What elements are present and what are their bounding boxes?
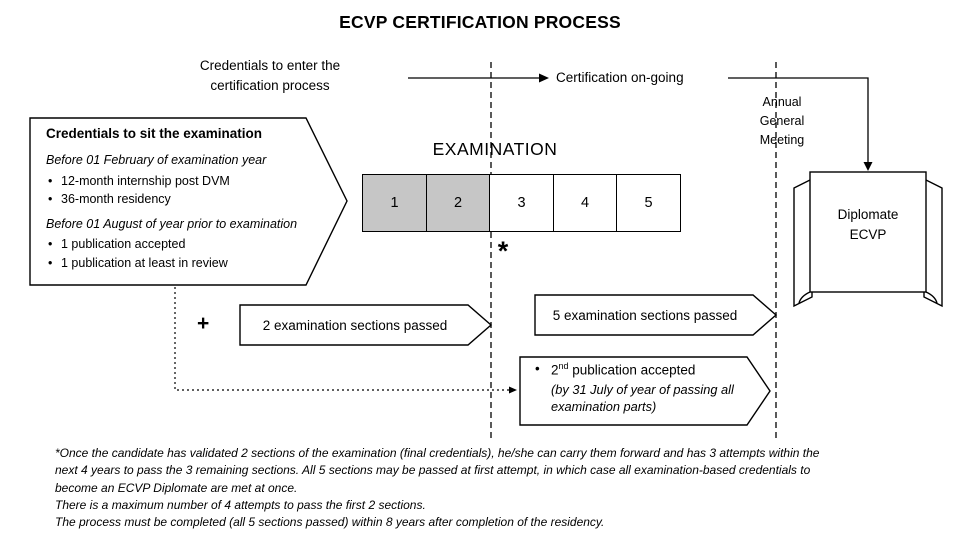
diplomate-ribbon-curl-left — [798, 291, 811, 304]
examination-sections-row: 1 2 3 4 5 — [362, 174, 681, 232]
second-publication-note: (by 31 July of year of passing all exami… — [551, 381, 734, 415]
second-publication-label: 2nd publication accepted — [534, 361, 752, 378]
bullet-publication-review: 1 publication at least in review — [46, 256, 314, 272]
bullet-residency: 36-month residency — [46, 192, 314, 208]
plus-sign: + — [197, 312, 210, 335]
annual-general-meeting-label: Annual General Meeting — [759, 95, 805, 147]
diplomate-ribbon-curl-right — [925, 291, 938, 304]
diplomate-ribbon-body — [809, 171, 927, 293]
footnote-text: *Once the candidate has validated 2 sect… — [55, 446, 820, 530]
diplomate-ecvp-label: Diplomate ECVP — [837, 207, 899, 243]
second-publication-ordinal: nd — [558, 361, 569, 371]
five-passed-chevron — [534, 294, 778, 336]
diplomate-ribbon-right-tail — [923, 177, 943, 308]
bullet-publication-accepted: 1 publication accepted — [46, 237, 314, 253]
certification-ongoing-label: Certification on-going — [556, 70, 684, 85]
page-title: ECVP CERTIFICATION PROCESS — [339, 12, 621, 32]
second-publication-rest: publication accepted — [568, 362, 696, 378]
arrowhead-right-publication-icon — [509, 386, 517, 394]
ongoing-to-diplomate-line — [728, 77, 869, 162]
two-sections-passed-label: 2 examination sections passed — [262, 317, 448, 333]
second-publication-num: 2 — [551, 362, 559, 378]
two-passed-chevron — [239, 304, 493, 346]
enter-credentials-label: Credentials to enter the certification p… — [199, 58, 341, 93]
deadline-august: Before 01 August of year prior to examin… — [46, 216, 298, 231]
exam-section-box-3: 3 — [489, 174, 554, 232]
second-publication-content: 2nd publication accepted (by 31 July of … — [534, 361, 752, 416]
exam-section-box-1: 1 — [362, 174, 427, 232]
arrowhead-down-diplomate-icon — [863, 162, 873, 171]
deadline-february: Before 01 February of examination year — [46, 152, 267, 167]
credentials-box-content: Credentials to sit the examination Befor… — [46, 126, 314, 275]
asterisk-marker: * — [497, 236, 509, 266]
dotted-connector — [174, 287, 509, 391]
credentials-heading: Credentials to sit the examination — [46, 126, 263, 141]
examination-label: EXAMINATION — [432, 139, 558, 159]
five-sections-passed-label: 5 examination sections passed — [552, 307, 738, 323]
exam-section-box-2: 2 — [425, 174, 491, 232]
diplomate-ribbon-left-tail — [793, 177, 813, 308]
exam-section-box-4: 4 — [552, 174, 618, 232]
bullet-internship: 12-month internship post DVM — [46, 174, 314, 190]
exam-section-box-5: 5 — [616, 174, 681, 232]
arrowhead-right-ongoing-icon — [539, 73, 549, 83]
